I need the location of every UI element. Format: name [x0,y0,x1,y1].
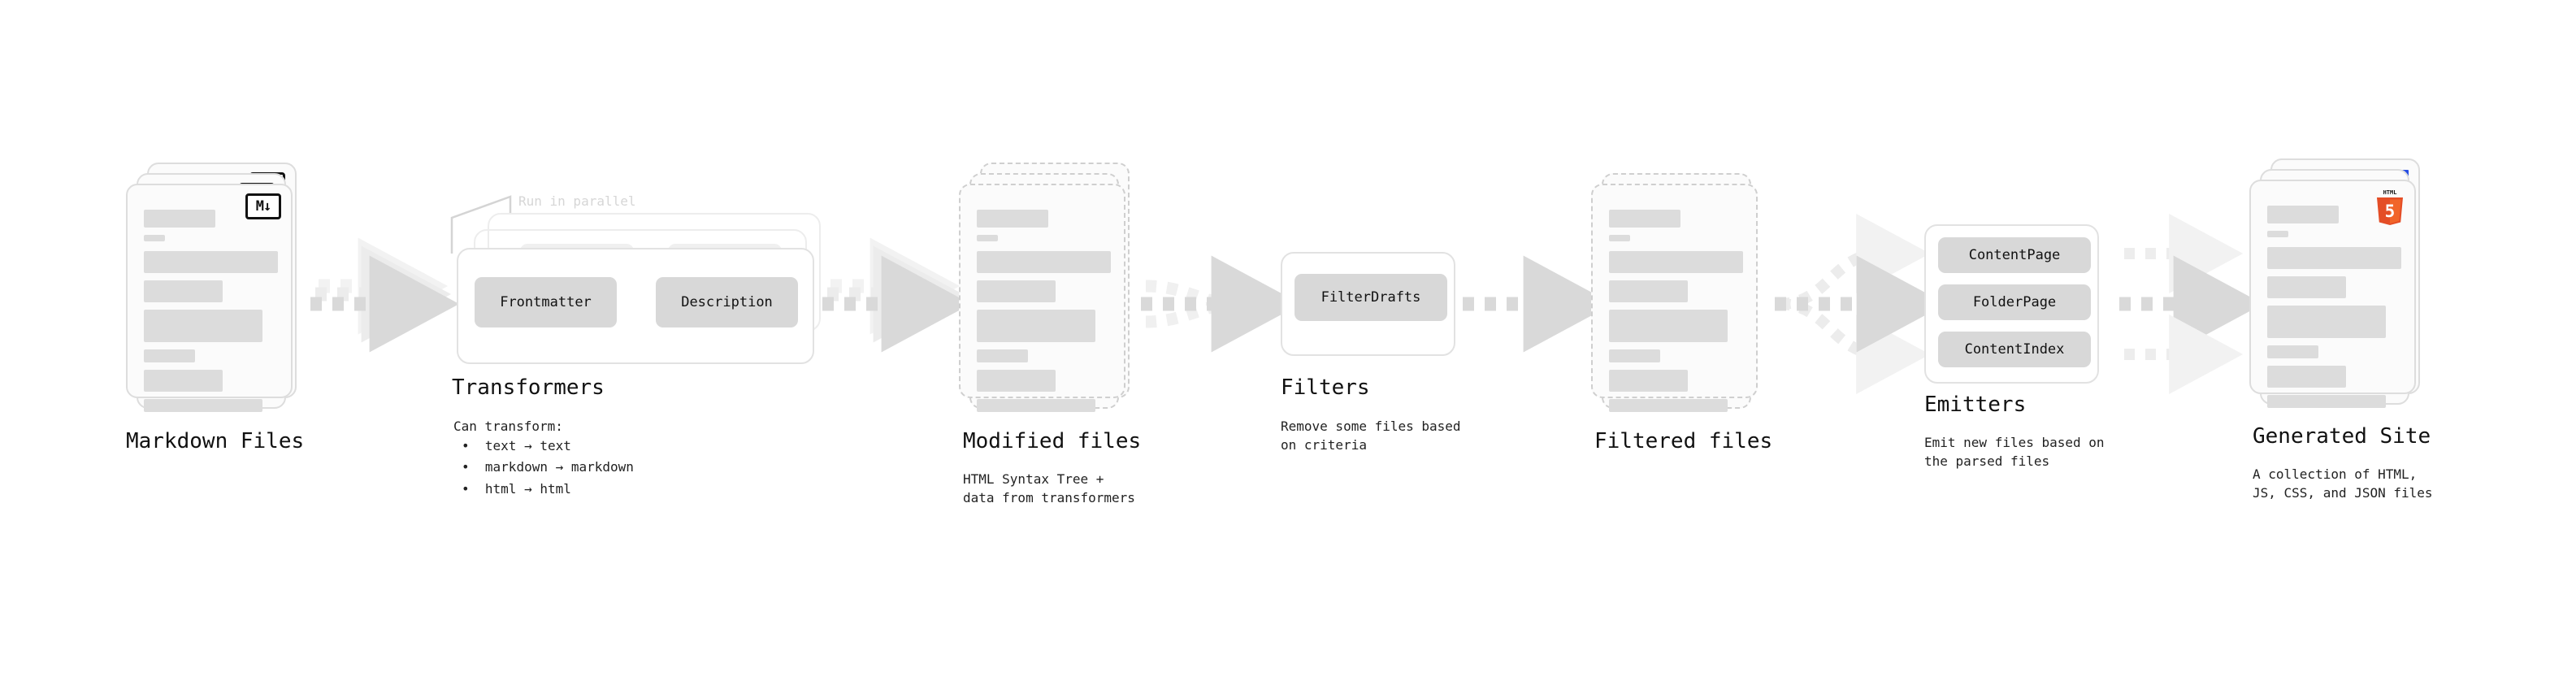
bullet-dot: • [462,480,478,497]
label-generated-site: Generated Site [2253,424,2431,449]
bar-line-3 [977,310,1095,342]
bar-line-2 [1609,280,1688,302]
transformer-chip-description[interactable]: Description [656,277,798,327]
bar-line-6 [2267,395,2386,408]
bar-title [144,210,215,228]
run-in-parallel-label: Run in parallel [518,193,636,209]
generated-site-stack: CSS HTML 5 [2249,158,2420,408]
bar-title [977,210,1048,228]
bar-line-6 [977,399,1095,412]
content-placeholder-bars [2267,206,2401,415]
bullet-dot: • [462,438,478,453]
bar-line-4 [977,349,1028,362]
bar-title [1609,210,1680,228]
label-emitters: Emitters [1924,393,2027,417]
label-transformers: Transformers [452,375,605,400]
markdown-file-stack: M↓ M↓ M↓ [126,163,297,412]
bar-sub [977,235,998,241]
bar-line-3 [1609,310,1728,342]
label-filtered-files: Filtered files [1594,429,1773,453]
label-modified-files: Modified files [963,429,1142,453]
bar-line-4 [144,349,195,362]
bar-line-5 [977,370,1056,392]
bar-sub [1609,235,1630,241]
markdown-card-front[interactable]: M↓ [126,184,293,412]
html5-icon: HTML 5 [2374,188,2406,225]
bullet-dot: • [462,459,478,475]
filtered-file-stack [1591,163,1762,412]
bullet-text: text → text [484,438,571,453]
filtered-card-front[interactable] [1591,184,1758,412]
bar-line-2 [2267,276,2346,298]
content-placeholder-bars [144,210,278,419]
transformer-chip-frontmatter[interactable]: Frontmatter [475,277,617,327]
bar-title [2267,206,2339,223]
arrow-markdown-to-transformers [310,237,460,353]
filters-description: Remove some files based on criteria [1281,419,1461,453]
bar-line-4 [1609,349,1660,362]
content-placeholder-bars [1609,210,1743,419]
modified-card-front[interactable] [959,184,1125,412]
bar-line-3 [2267,306,2386,338]
transformers-bullet-item: • text → text [462,436,634,457]
label-markdown-files: Markdown Files [126,429,305,453]
bar-line-1 [977,251,1111,273]
svg-text:HTML: HTML [2383,189,2397,196]
emitter-chip-contentindex[interactable]: ContentIndex [1938,332,2091,367]
bullet-text: html → html [484,480,571,497]
bar-sub [2267,231,2288,237]
stage-markdown-files: M↓ M↓ M↓ [126,163,297,412]
modified-files-description: HTML Syntax Tree + data from transformer… [963,471,1135,506]
bar-line-1 [144,251,278,273]
bar-line-2 [977,280,1056,302]
arrow-emitters-to-site [2119,214,2264,394]
generated-card-html[interactable]: HTML 5 [2249,180,2416,408]
transformers-description: Can transform: [453,419,563,434]
arrow-transformers-to-modified [822,237,972,353]
bar-line-6 [144,399,262,412]
bar-sub [144,235,165,241]
bar-line-4 [2267,345,2318,358]
bar-line-2 [144,280,223,302]
arrow-modified-to-filters [1141,255,1302,353]
bar-line-1 [2267,247,2401,269]
markdown-badge: M↓ [245,193,281,219]
transformers-bullet-item: • html → html [462,479,634,500]
filters-box[interactable]: FilterDrafts [1281,252,1455,356]
bullet-text: markdown → markdown [484,459,634,475]
bar-line-1 [1609,251,1743,273]
transformers-bullet-list: • text → text • markdown → markdown • ht… [462,436,634,500]
svg-text:5: 5 [2385,202,2396,221]
content-placeholder-bars [977,210,1111,419]
arrow-filtered-to-emitters [1775,214,1947,394]
stage-generated-site: CSS HTML 5 [2249,158,2420,408]
bar-line-3 [144,310,262,342]
emitter-chip-contentpage[interactable]: ContentPage [1938,237,2091,273]
bar-line-5 [2267,366,2346,388]
emitters-box[interactable]: ContentPage FolderPage ContentIndex [1924,224,2099,384]
bar-line-5 [1609,370,1688,392]
modified-file-stack [959,163,1130,412]
transformers-box[interactable]: Frontmatter Description [457,248,814,364]
stage-modified-files [959,163,1130,412]
filter-chip-filterdrafts[interactable]: FilterDrafts [1295,274,1447,321]
bar-line-6 [1609,399,1728,412]
bar-line-5 [144,370,223,392]
emitters-description: Emit new files based on the parsed files [1924,435,2105,470]
generated-site-description: A collection of HTML, JS, CSS, and JSON … [2253,466,2433,501]
stage-filtered-files [1591,163,1762,412]
emitter-chip-folderpage[interactable]: FolderPage [1938,284,2091,320]
label-filters: Filters [1281,375,1370,400]
transformers-bullet-item: • markdown → markdown [462,457,634,478]
